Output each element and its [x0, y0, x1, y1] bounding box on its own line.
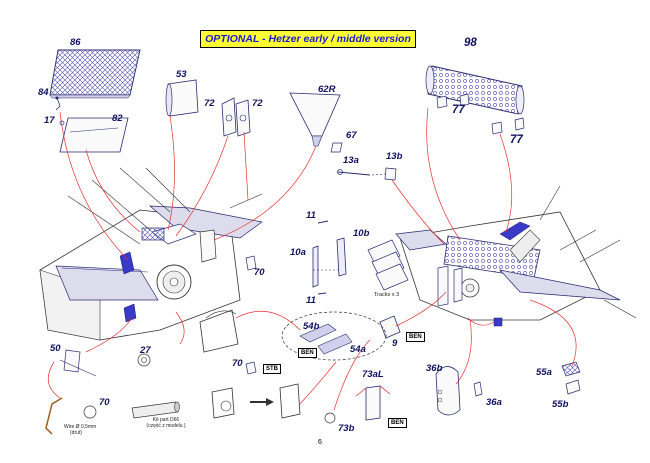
label-10a: 10a [290, 247, 306, 258]
part-77-brackets [436, 93, 525, 135]
label-77-top: 77 [452, 104, 465, 116]
label-11-bottom: 11 [306, 295, 316, 306]
part-70-disc-c [245, 361, 257, 375]
tracks-note: Tracks x 3 [374, 292, 400, 298]
part-70-disc-b [83, 405, 97, 419]
part-84-bracket [55, 96, 61, 111]
part-mantlet [199, 309, 239, 353]
part-70-disc-a [245, 255, 257, 271]
right-hull-assembly [395, 185, 637, 327]
part-73b-washer [324, 412, 336, 424]
label-73al: 73aL [362, 369, 384, 380]
part-72-pair [221, 97, 251, 137]
label-54b: 54b [303, 321, 320, 332]
label-72-left: 72 [204, 98, 215, 109]
part-53-cylinder [165, 79, 199, 117]
assembly-guide-lines [47, 107, 577, 411]
part-62r-hopper [289, 92, 341, 147]
label-98: 98 [464, 37, 477, 49]
page-number: 6 [318, 439, 322, 446]
part-9 [379, 315, 401, 339]
label-36b: 36b [426, 363, 443, 374]
label-62r: 62R [318, 84, 336, 95]
part-27-washer [137, 353, 151, 367]
part-82-plate [59, 117, 129, 153]
label-84: 84 [38, 87, 49, 98]
part-tracks [367, 239, 409, 291]
label-36a: 36a [486, 397, 502, 408]
part-67 [330, 142, 343, 153]
part-10-11-frame [312, 220, 347, 295]
part-86-grille [49, 49, 141, 99]
label-55b: 55b [552, 399, 569, 410]
label-73b: 73b [338, 423, 355, 434]
kit-note-line1: Kit part D66 [152, 417, 180, 423]
part-13a-13b [337, 167, 397, 181]
label-27: 27 [140, 345, 151, 356]
label-70-middle: 70 [232, 358, 243, 369]
part-gun-mount [211, 383, 301, 419]
label-77-bottom: 77 [510, 134, 523, 146]
part-50-bracket [59, 349, 97, 377]
wire-hook [45, 397, 63, 435]
label-67: 67 [346, 130, 357, 141]
part-54-group [281, 311, 387, 361]
label-70-upper: 70 [254, 267, 265, 278]
label-82: 82 [112, 113, 123, 124]
label-17: 17 [44, 115, 55, 126]
label-10b: 10b [353, 228, 370, 239]
wire-note-line1: Wire Ø 0,5mm [64, 424, 97, 430]
label-86: 86 [70, 37, 81, 48]
label-11-top: 11 [306, 210, 316, 221]
left-hull-assembly [39, 167, 263, 341]
ben-tag-73: BEN [388, 418, 407, 428]
label-50: 50 [50, 343, 61, 354]
ben-tag-9: BEN [406, 332, 425, 342]
part-55-plate [561, 361, 581, 395]
label-72-right: 72 [252, 98, 263, 109]
label-9: 9 [392, 338, 398, 349]
part-73al-bracket [355, 385, 391, 421]
part-36-strap [435, 366, 483, 416]
label-53: 53 [176, 69, 187, 80]
ben-tag-54: BEN [298, 348, 317, 358]
stb-tag: STB [263, 364, 281, 374]
label-54a: 54a [350, 344, 366, 355]
wire-note-line2: (drut) [70, 430, 82, 436]
label-13a: 13a [343, 155, 359, 166]
part-98-roller [425, 65, 525, 115]
label-13b: 13b [386, 151, 403, 162]
label-70-lower: 70 [99, 397, 110, 408]
kit-part-d66-tube [131, 401, 180, 419]
kit-note-line2: (część z modelu ) [146, 423, 186, 429]
label-55a: 55a [536, 367, 552, 378]
optional-version-banner: OPTIONAL - Hetzer early / middle version [200, 30, 416, 48]
